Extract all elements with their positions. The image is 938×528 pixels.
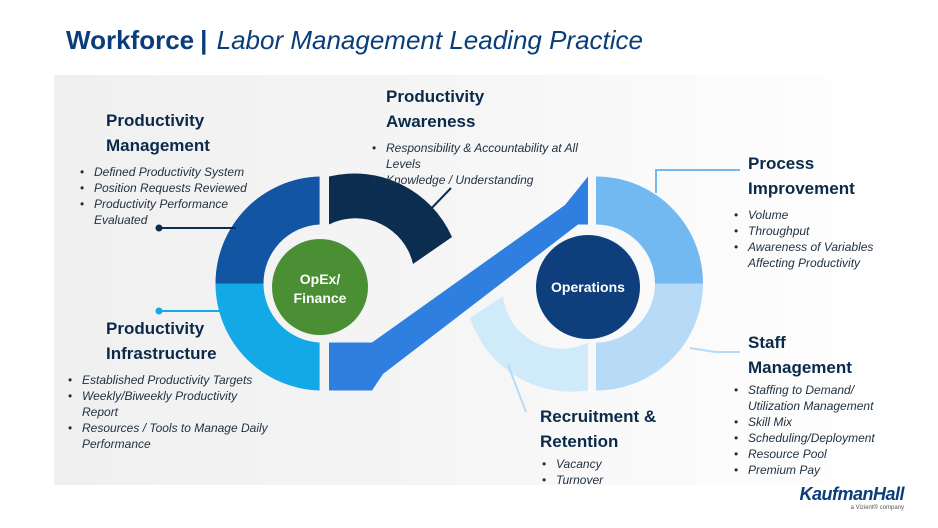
title-main: Workforce (66, 25, 195, 55)
list-item: Volume (732, 207, 918, 223)
list-item: Position Requests Reviewed (78, 180, 306, 196)
title-separator: | (200, 25, 208, 55)
section-title: Recruitment & Retention (540, 407, 657, 451)
hub-operations-label: Operations (551, 279, 625, 295)
section-title: Productivity Management (106, 111, 210, 155)
section-title: Productivity Infrastructure (106, 319, 217, 363)
title-subtitle: Labor Management Leading Practice (216, 25, 644, 55)
hub-opex-finance (272, 239, 368, 335)
bullet-list: Established Productivity Targets Weekly/… (66, 372, 326, 452)
list-item: Resource Pool (732, 446, 923, 462)
list-item: Skill Mix (732, 414, 923, 430)
bullet-list: Volume Throughput Awareness of Variables… (732, 207, 918, 271)
list-item: Scheduling/Deployment (732, 430, 923, 446)
page-title: Workforce| Labor Management Leading Prac… (66, 24, 643, 56)
hub-opex-line1: OpEx/ (300, 271, 341, 287)
logo-tagline: a Vizient® company (850, 505, 904, 511)
list-item: Premium Pay (732, 462, 923, 478)
list-item: Awareness of Variables Affecting Product… (732, 239, 898, 271)
list-item: Turnover (540, 472, 680, 488)
section-process-improvement: Process Improvement Volume Throughput Aw… (734, 151, 918, 271)
list-item: Staffing to Demand/ Utilization Manageme… (732, 382, 898, 414)
list-item: Resources / Tools to Manage Daily Perfor… (66, 420, 272, 452)
list-item: Productivity Performance Evaluated (78, 196, 254, 228)
connector-productivity-awareness (425, 187, 452, 215)
segment-productivity-infrastructure (215, 283, 320, 391)
segment-recruitment-retention (470, 296, 588, 392)
section-title: Staff Management (748, 333, 852, 377)
segment-process-improvement (596, 176, 703, 284)
section-productivity-awareness: Productivity Awareness Responsibility & … (372, 84, 606, 188)
section-recruitment-retention: Recruitment & Retention Vacancy Turnover (540, 404, 680, 488)
section-productivity-infrastructure: Productivity Infrastructure Established … (68, 316, 326, 452)
list-item: Weekly/Biweekly Productivity Report (66, 388, 272, 420)
segment-productivity-awareness (329, 173, 452, 264)
list-item: Knowledge / Understanding (370, 172, 606, 188)
segment-productivity-management (215, 176, 320, 284)
connector-staff-management (689, 347, 740, 353)
list-item: Throughput (732, 223, 918, 239)
segment-crossing-band (329, 176, 588, 391)
connector-recruitment-retention (507, 364, 527, 413)
list-item: Vacancy (540, 456, 680, 472)
list-item: Established Productivity Targets (66, 372, 326, 388)
connector-process-improvement (655, 169, 740, 193)
section-staff-management: Staff Management Staffing to Demand/ Uti… (734, 330, 923, 478)
section-title: Productivity Awareness (386, 87, 485, 131)
list-item: Responsibility & Accountability at All L… (370, 140, 586, 172)
bullet-list: Vacancy Turnover (540, 456, 680, 488)
section-productivity-management: Productivity Management Defined Producti… (80, 108, 306, 228)
logo-brand: KaufmanHall (799, 484, 904, 504)
section-title: Process Improvement (748, 154, 855, 198)
hub-operations (536, 235, 640, 339)
company-logo: KaufmanHall a Vizient® company (799, 484, 904, 512)
bullet-list: Defined Productivity System Position Req… (78, 164, 306, 228)
bullet-list: Responsibility & Accountability at All L… (370, 140, 606, 188)
bullet-list: Staffing to Demand/ Utilization Manageme… (732, 382, 923, 478)
hub-opex-line2: Finance (294, 290, 347, 306)
connector-productivity-infrastructure (155, 307, 236, 315)
list-item: Defined Productivity System (78, 164, 306, 180)
segment-staff-management (596, 283, 703, 391)
